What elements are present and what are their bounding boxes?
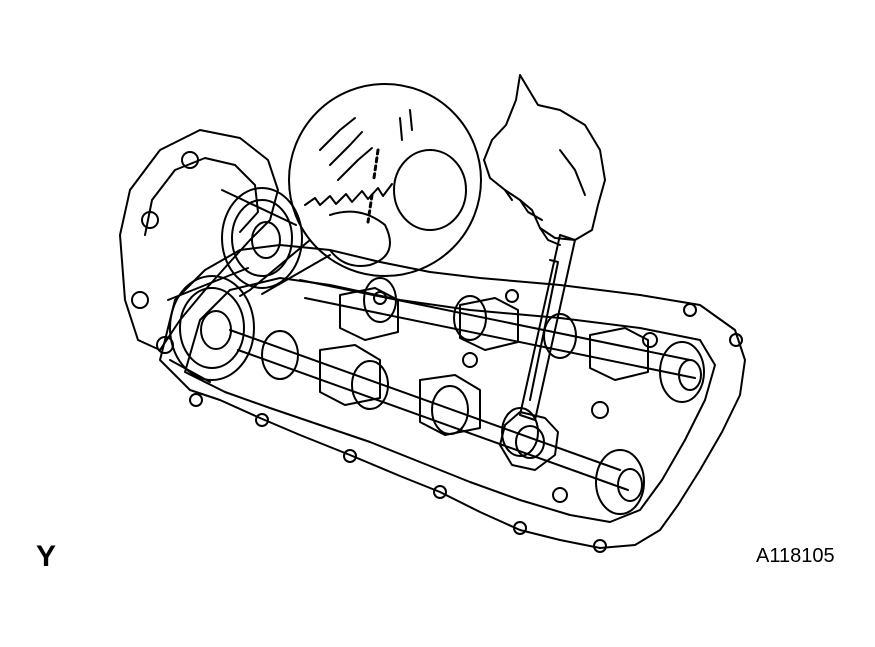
corner-mark-label: Y: [36, 540, 57, 573]
bearing-caps: [319, 287, 649, 436]
wrench: [499, 234, 576, 471]
camshaft-sprocket-upper: [221, 187, 303, 289]
timing-chain: [167, 189, 297, 383]
reference-code-label: A118105: [756, 545, 835, 567]
hand: [483, 74, 606, 246]
head-bolts: [373, 289, 658, 503]
magnified-detail: [239, 83, 482, 297]
camshaft-rear: [299, 277, 705, 403]
cylinder-head-outline: [159, 244, 746, 553]
camshaft-sprocket-lower: [169, 275, 255, 381]
camshaft-front: [229, 329, 645, 515]
